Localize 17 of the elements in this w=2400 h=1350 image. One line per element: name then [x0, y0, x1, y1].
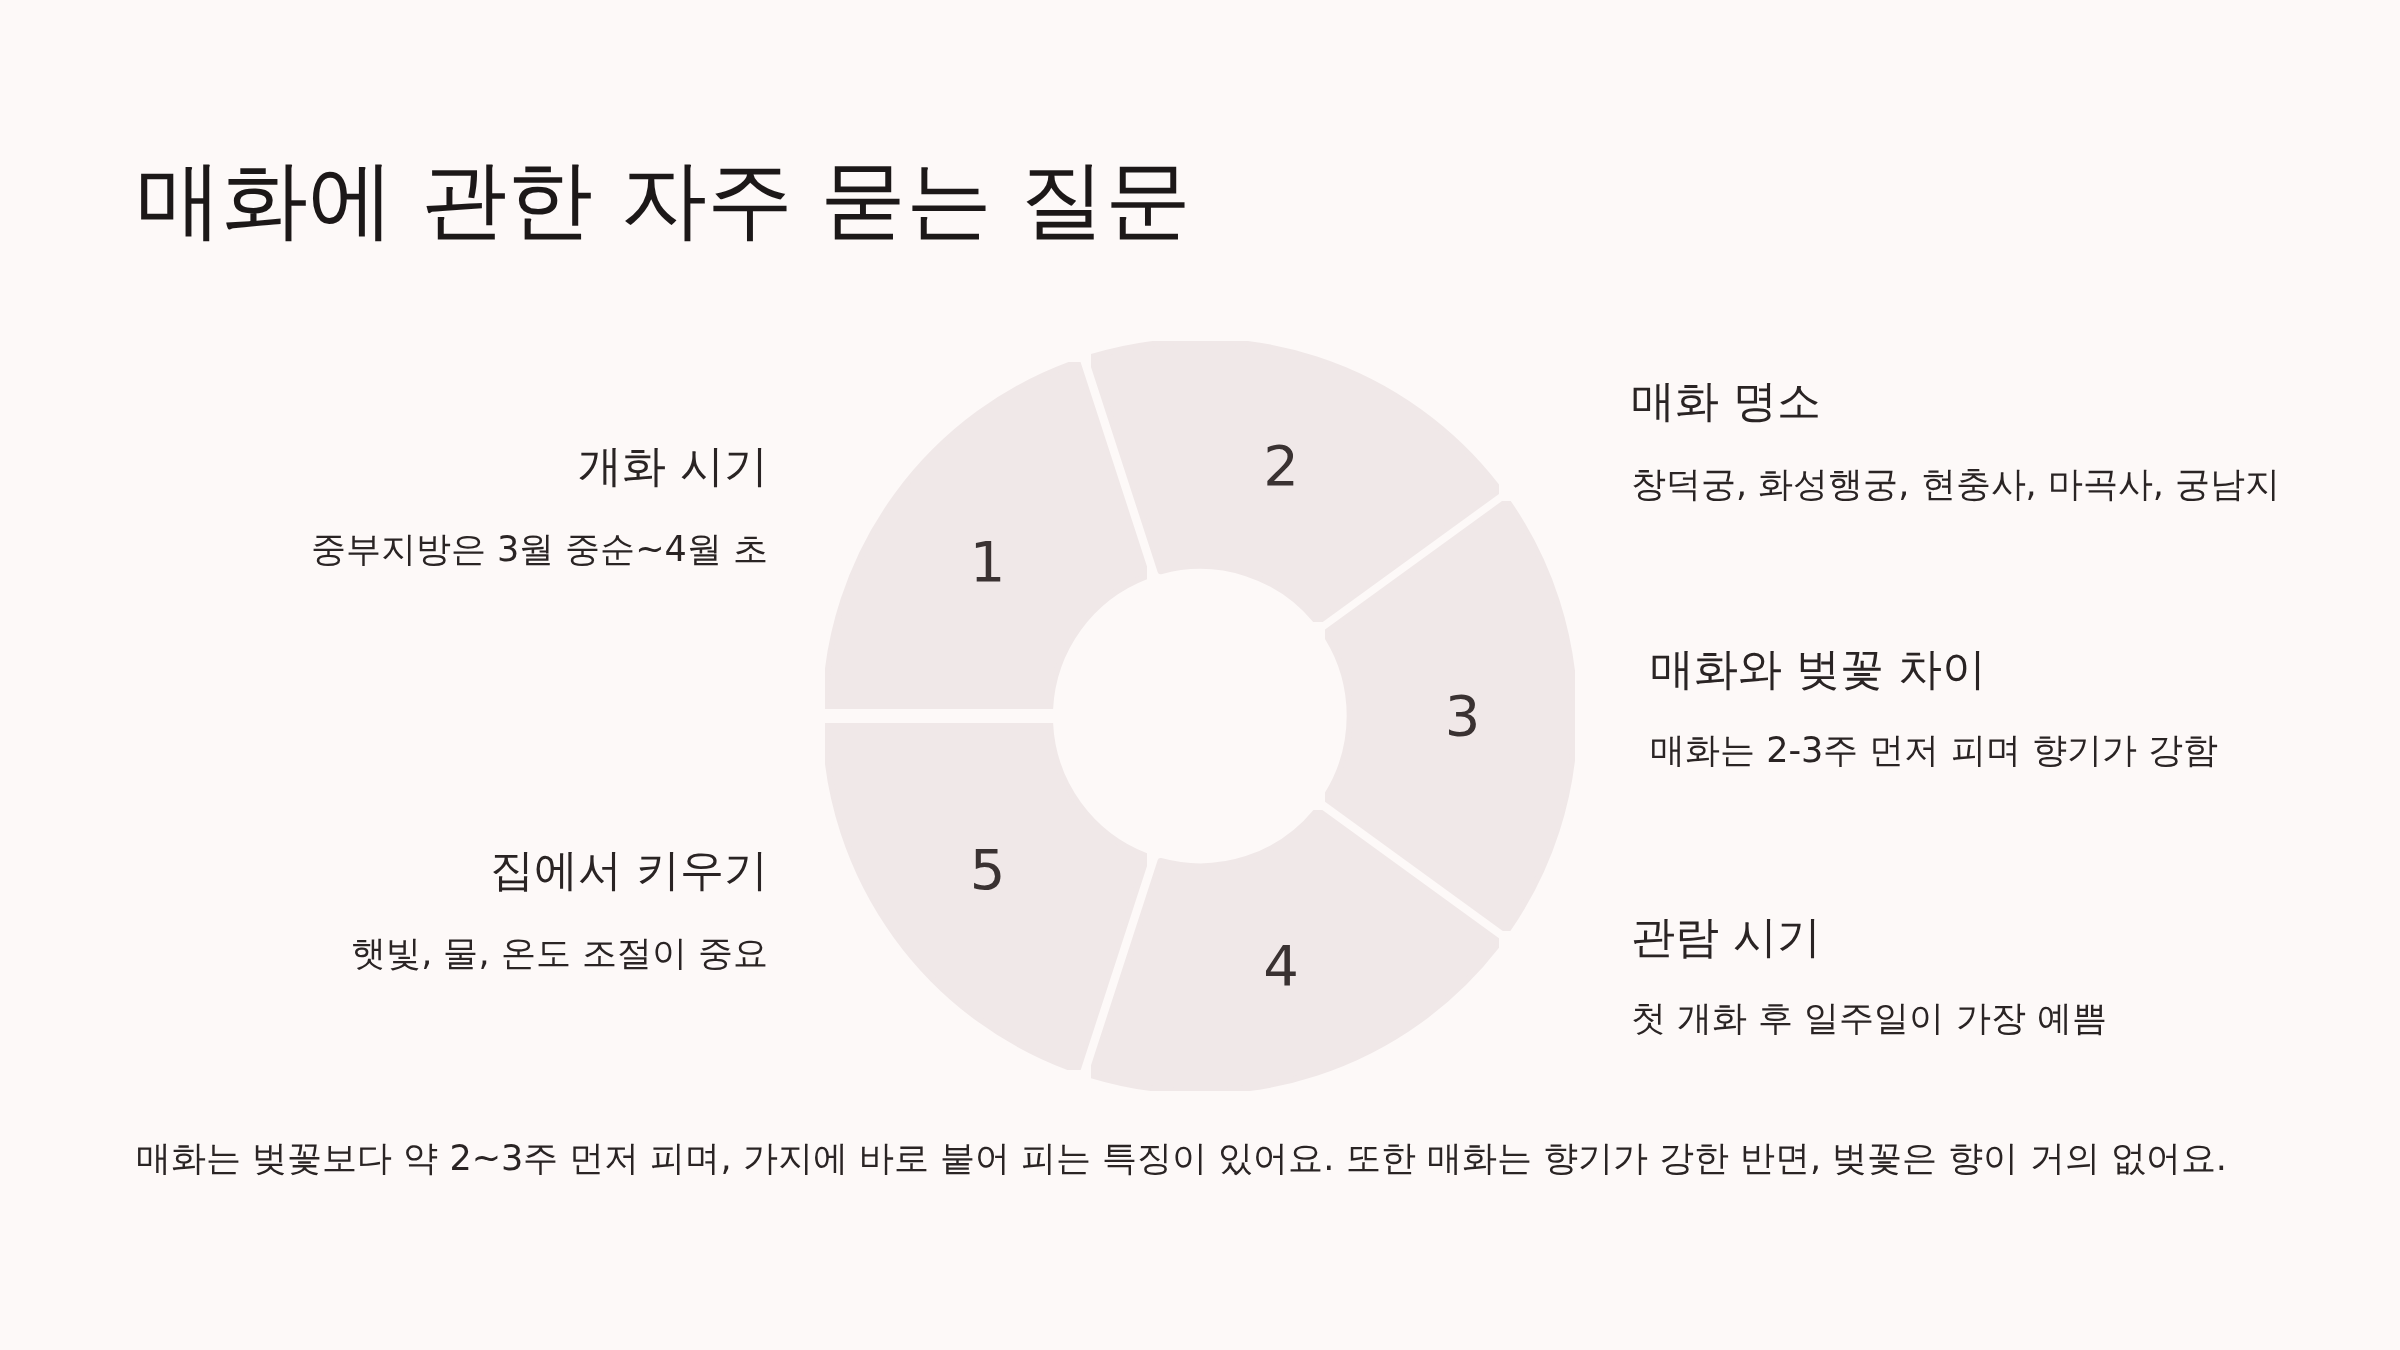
segment-number: 3	[1444, 688, 1481, 744]
segment-number: 2	[1263, 438, 1299, 495]
segment-heading: 매화 명소	[1631, 375, 1821, 428]
segment-description: 매화는 2-3주 먼저 피며 향기가 강함	[1650, 729, 2218, 771]
segment-heading: 개화 시기	[578, 440, 768, 493]
segment-description: 창덕궁, 화성행궁, 현충사, 마곡사, 궁남지	[1631, 463, 2280, 505]
segment-heading: 매화와 벚꽃 차이	[1650, 643, 1986, 696]
segment-number: 5	[969, 842, 1006, 899]
segment-description: 중부지방은 3월 중순~4월 초	[310, 528, 768, 570]
segment-heading: 관람 시기	[1631, 911, 1821, 964]
segment-heading: 집에서 키우기	[490, 844, 768, 897]
segment-description: 첫 개화 후 일주일이 가장 예쁨	[1631, 997, 2107, 1039]
segment-description: 햇빛, 물, 온도 조절이 중요	[351, 932, 768, 974]
caption: 매화는 벚꽃보다 약 2~3주 먼저 피며, 가지에 바로 붙어 피는 특징이 있어요. 또한 매화는 향기가 강한 반면, 벚꽃은 향이 거의 없어요.	[136, 1137, 2227, 1180]
segment-number: 1	[969, 533, 1006, 590]
title: 매화에 관한 자주 묻는 질문	[136, 150, 1192, 249]
segment-number: 4	[1263, 937, 1299, 994]
